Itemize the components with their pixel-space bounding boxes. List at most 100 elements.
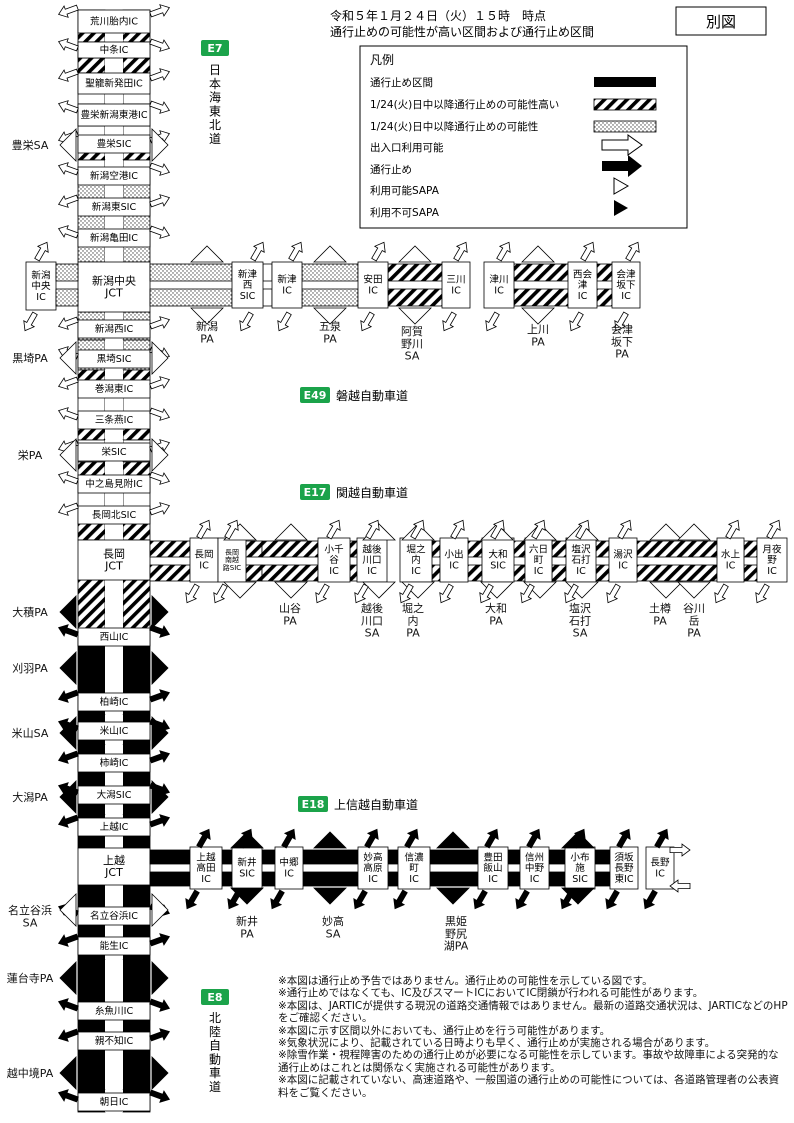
note-2: ※通行止めではなくても、IC及びスマートICにおいてIC閉鎖が行われる可能性があ…	[278, 987, 704, 1000]
e49-sapa-down-icon	[313, 307, 347, 325]
trunk-ramp-right-icon	[149, 998, 171, 1012]
trunk-ramp-left-icon	[57, 1028, 79, 1042]
e49-lane-eb	[301, 288, 359, 307]
side-sapa-label-2: 黒埼PA	[12, 351, 48, 365]
trunk-ic-14-box	[77, 474, 151, 494]
trunk-ic-8-box	[77, 228, 151, 248]
e49-ramp-down-icon	[277, 311, 292, 332]
trunk-ic-21: 上越IC	[100, 821, 129, 833]
trunk-ramp-left-icon	[57, 998, 79, 1012]
e18-ic-5-box	[397, 846, 431, 890]
trunk-ramp-right-icon	[149, 316, 171, 330]
e49-lane-eb	[387, 288, 443, 307]
e49-ramp-up-icon	[496, 241, 511, 262]
trunk-ic-8: 新潟亀田IC	[90, 232, 138, 244]
route-name-e8: 北陸自動車道	[209, 1011, 221, 1094]
e17-ramp-up-icon	[326, 519, 341, 540]
trunk-ramp-left-icon	[57, 225, 79, 239]
trunk-ramp-right-icon	[149, 624, 171, 638]
e17-lane-wb	[512, 540, 526, 558]
e17-ramp-down-icon	[439, 583, 454, 604]
trunk-ramp-left-icon	[57, 407, 79, 421]
e18-ic-7-box	[519, 846, 550, 890]
e17-ramp-up-icon	[725, 519, 740, 540]
e17-ramp-down-icon	[564, 583, 579, 604]
svg-text:E7: E7	[207, 42, 222, 55]
trunk-ramp-right-icon	[149, 407, 171, 421]
legend-label-arrow-open: 出入口利用可能	[370, 141, 444, 154]
e49-ic-1-box	[231, 261, 264, 309]
note-5: ※気象状況により、記載されている日時よりも早く、通行止めが実施される場合がありま…	[278, 1037, 716, 1050]
e17-ic-2-box	[217, 537, 247, 583]
route-name-e18: 上信越自動車道	[334, 798, 418, 812]
side-sapa-left-open-icon	[59, 341, 77, 375]
trunk-median	[105, 960, 123, 1090]
e17-lane-eb	[431, 564, 441, 582]
trunk-ic-7-box	[77, 197, 151, 217]
e17-ic-11-box	[716, 537, 745, 583]
e18-ramp-down-icon	[270, 889, 285, 910]
svg-text:E17: E17	[304, 486, 327, 499]
trunk-ic-13: 栄SIC	[101, 446, 127, 458]
e17-ic-10-box	[608, 537, 638, 583]
e49-lane-wb	[149, 263, 233, 282]
trunk-ic-16: 西山IC	[100, 632, 129, 643]
e17-ramp-up-icon	[531, 519, 546, 540]
e18-ramp-down-icon	[473, 889, 488, 910]
trunk-ramp-right-icon	[149, 376, 171, 390]
e49-sapa-up-icon	[521, 245, 555, 263]
e18-lane-wb	[302, 849, 359, 865]
note-4: ※本図に示す区間以外においても、通行止めを行う可能性があります。	[278, 1024, 611, 1037]
e49-ramp-down-icon	[442, 311, 457, 332]
route-name-e49: 磐越自動車道	[336, 389, 408, 403]
trunk-lane-sb	[77, 959, 106, 1091]
side-sapa-left-closed-icon	[59, 595, 77, 629]
trunk-median	[105, 58, 123, 73]
note-1: ※本図は通行止め予告ではありません。通行止めの可能性を示している図です。	[278, 975, 653, 987]
e18-lane-wb	[261, 849, 276, 865]
e17-lane-wb	[743, 540, 758, 558]
trunk-ic-6: 新潟空港IC	[90, 170, 138, 182]
e17-lane-eb	[636, 564, 718, 582]
e18-ramp-down-icon	[560, 889, 575, 910]
e17-ramp-down-icon	[315, 583, 330, 604]
side-sapa-label-1: 豊栄SA	[12, 138, 49, 152]
side-sapa-left-closed-icon	[59, 1056, 77, 1090]
e17-sapa-down-icon	[649, 581, 683, 599]
trunk-ic-10: 黒埼SIC	[97, 353, 132, 365]
e49-ramp-up-icon	[250, 241, 265, 262]
trunk-lane-sb	[77, 57, 106, 74]
trunk-ic-25: 親不知IC	[95, 1035, 134, 1047]
side-sapa-left-closed-icon	[59, 961, 77, 995]
legend-swatch-closed	[594, 77, 656, 87]
side-sapa-label-10: 越中境PA	[7, 1066, 54, 1080]
trunk-ramp-right-icon	[149, 225, 171, 239]
e18-ramp-down-icon	[185, 889, 200, 910]
e17-ic-6-box	[439, 537, 469, 583]
route-badge-e17: E17	[300, 484, 330, 500]
note-3: ※本図は、JARTICが提供する現況の道路交通情報ではありません。最新の道路交通…	[278, 999, 788, 1025]
e18-sapa-up-closed-icon	[436, 831, 470, 849]
header-badge-box	[675, 6, 767, 36]
e17-ramp-down-icon	[479, 583, 494, 604]
trunk-ramp-right-icon	[149, 68, 171, 82]
note-6: ※除雪作業・視程障害のための通行止めが必要になる可能性を示しています。事故や故障…	[278, 1049, 779, 1074]
trunk-lane-nb	[122, 959, 151, 1091]
trunk-ramp-left-icon	[57, 933, 79, 947]
trunk-ic-5-box	[77, 134, 151, 154]
route-badge-e8: E8	[201, 989, 229, 1005]
